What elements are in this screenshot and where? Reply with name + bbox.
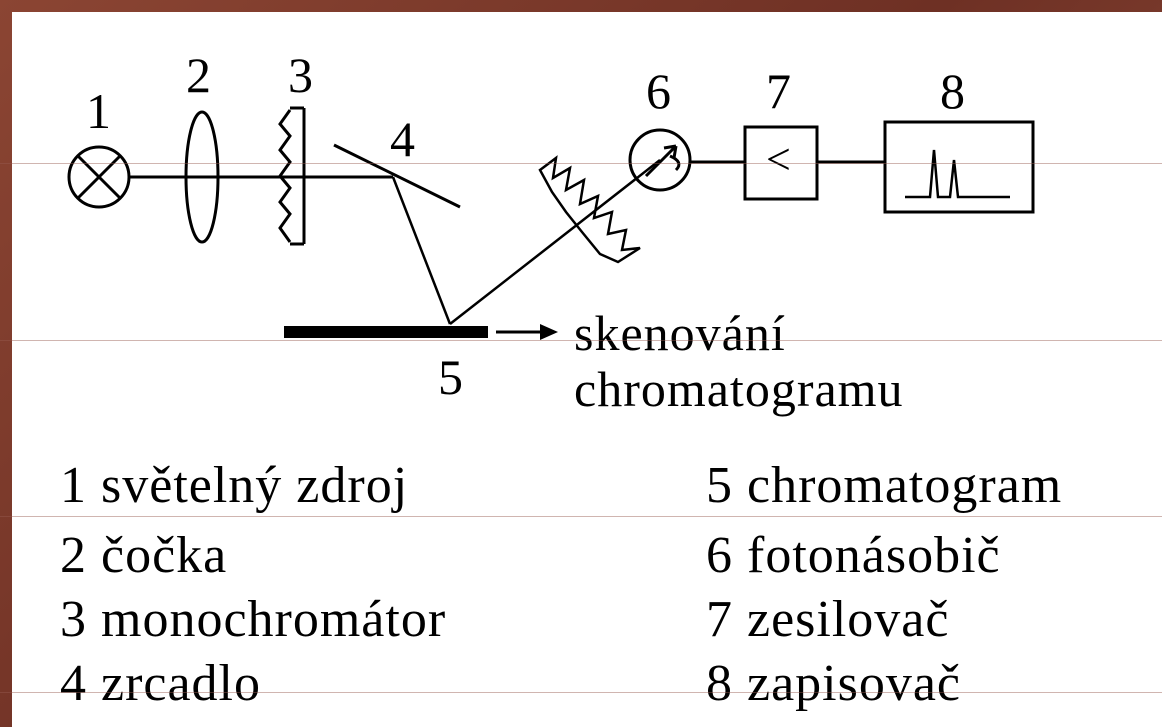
diagram-panel <box>12 12 1162 727</box>
legend-item-2: 2 čočka <box>60 527 228 584</box>
scan-label-line2: chromatogramu <box>574 361 904 417</box>
legend-item-5: 5 chromatogram <box>706 457 1063 514</box>
chromatogram-plate <box>284 326 488 338</box>
label-number-8: 8 <box>940 63 965 119</box>
label-number-1: 1 <box>86 83 111 139</box>
photomultiplier-symbol <box>628 128 692 192</box>
recorder-peaks <box>905 149 1010 199</box>
scan-arrow-icon <box>496 324 558 340</box>
guide-line <box>0 340 1162 341</box>
guide-line <box>0 163 1162 164</box>
label-number-5: 5 <box>438 349 463 405</box>
guide-line <box>0 692 1162 693</box>
label-number-4: 4 <box>390 111 415 167</box>
mirror-symbol <box>333 143 461 209</box>
legend-item-6: 6 fotonásobič <box>706 527 1001 584</box>
scan-label-line1: skenování <box>574 305 786 361</box>
secondary-grating-symbol <box>538 155 641 264</box>
label-number-6: 6 <box>646 63 671 119</box>
label-number-3: 3 <box>288 47 313 103</box>
recorder-box <box>883 120 1035 214</box>
monochromator-symbol <box>278 106 306 246</box>
legend-item-3: 3 monochromátor <box>60 591 447 648</box>
beam-to-photomultiplier <box>449 159 661 325</box>
beam-to-chromatogram <box>391 176 452 325</box>
legend-item-1: 1 světelný zdroj <box>60 457 409 514</box>
lens-symbol <box>184 110 220 244</box>
legend-item-7: 7 zesilovač <box>706 591 950 648</box>
label-number-2: 2 <box>186 47 211 103</box>
legend-item-8: 8 zapisovač <box>706 655 962 712</box>
light-source-symbol <box>67 145 131 209</box>
label-number-7: 7 <box>766 63 791 119</box>
guide-line <box>0 516 1162 517</box>
legend-item-4: 4 zrcadlo <box>60 655 262 712</box>
amplifier-symbol: < <box>766 135 791 184</box>
